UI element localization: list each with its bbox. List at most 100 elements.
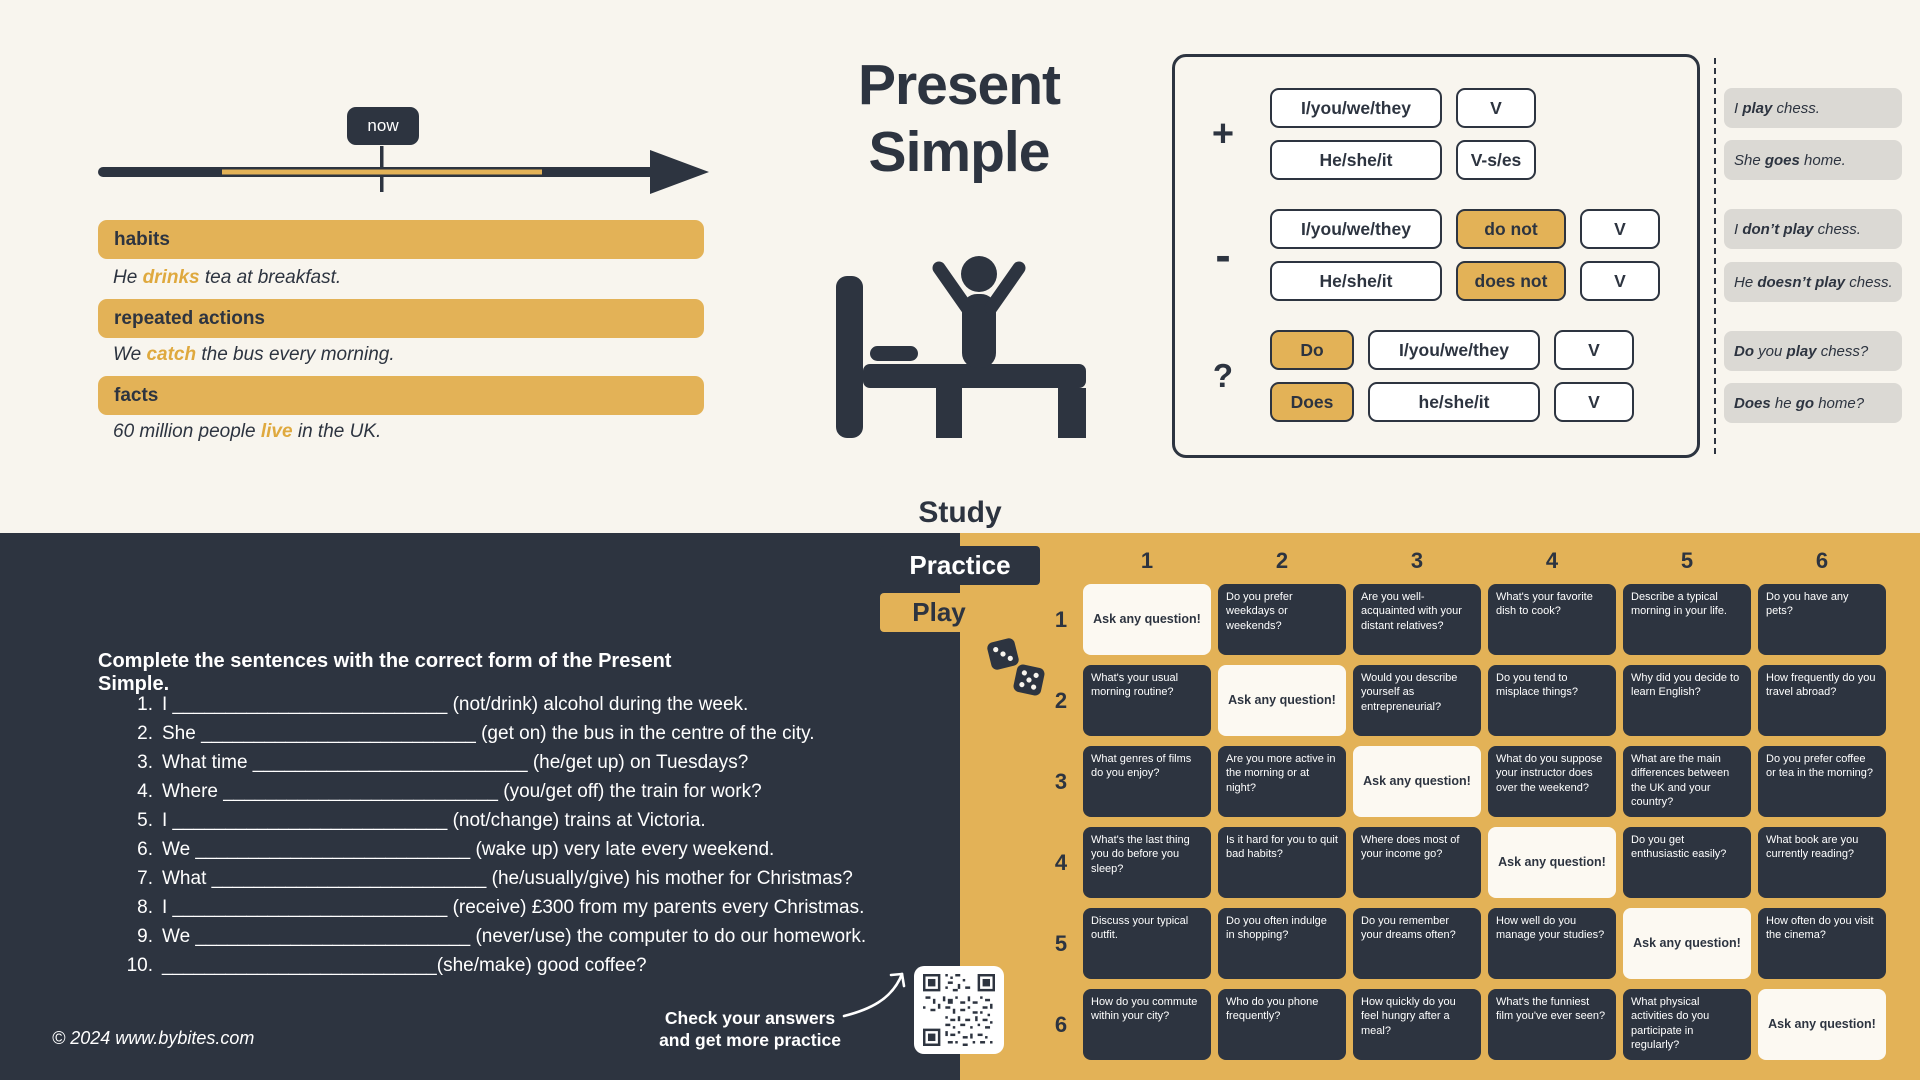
dice-icon (987, 638, 1045, 696)
copyright: © 2024 www.bybites.com (52, 1028, 255, 1048)
practice-section-panel (0, 533, 960, 1080)
title-line-2: Simple (868, 119, 1051, 184)
game-cell: How well do you manage your studies? (1488, 908, 1616, 979)
game-cell: Why did you decide to learn English? (1623, 665, 1751, 736)
game-cell: How frequently do you travel abroad? (1758, 665, 1886, 736)
qr-code (914, 966, 1004, 1054)
worksheet-heading: Complete the sentences with the correct … (98, 650, 672, 695)
game-cell: What's your favorite dish to cook? (1488, 584, 1616, 655)
game-cell: What physical activities do you particip… (1623, 989, 1751, 1060)
item-number: 5. (137, 809, 153, 831)
game-row-header: 6 (1054, 1011, 1068, 1037)
item-number: 10. (126, 954, 153, 976)
formula-box: V (1580, 209, 1660, 249)
game-cell-free: Ask any question! (1623, 908, 1751, 979)
game-cell: Discuss your typical outfit. (1083, 908, 1211, 979)
game-cell-free: Ask any question! (1083, 584, 1211, 655)
game-row-header: 1 (1054, 606, 1068, 632)
game-cell: Are you well-acquainted with your distan… (1353, 584, 1481, 655)
item-number: 9. (137, 925, 153, 947)
example-text: We (113, 344, 147, 365)
formula-box: V (1554, 330, 1634, 370)
example-sentence: I play chess. (1724, 88, 1902, 128)
example-keyword: live (260, 421, 293, 442)
formula-box: V (1554, 382, 1634, 422)
game-cell: How quickly do you feel hungry after a m… (1353, 989, 1481, 1060)
game-col-header: 5 (1680, 548, 1694, 573)
example-sentence: He doesn’t play chess. (1724, 262, 1902, 302)
game-cell: Do you often indulge in shopping? (1218, 908, 1346, 979)
game-cell-free: Ask any question! (1758, 989, 1886, 1060)
worksheet-item: 1.I __________________________ (not/drin… (120, 690, 940, 719)
game-board: 1 2 3 4 5 6 1 Ask any question! Do you p… (1046, 548, 1886, 1060)
formula-group-positive: + I/you/we/they V He/she/it V-s/es (1193, 88, 1697, 180)
game-cell: How do you commute within your city? (1083, 989, 1211, 1060)
worksheet-item: 4.Where __________________________ (you/… (120, 777, 940, 806)
game-cell: What book are you currently reading? (1758, 827, 1886, 898)
example-keyword: catch (146, 344, 197, 365)
question-mark-sign: ? (1212, 357, 1234, 394)
item-number: 1. (137, 693, 153, 715)
wake-up-bed-icon (836, 256, 1086, 438)
example-text: the bus every morning. (196, 344, 395, 365)
dashed-divider (1714, 58, 1716, 454)
worksheet-item: 10. __________________________(she/make) … (120, 951, 940, 980)
item-text: What time __________________________ (he… (162, 751, 749, 773)
game-cell: Do you get enthusiastic easily? (1623, 827, 1751, 898)
usage-label: facts (114, 384, 159, 406)
item-text: We __________________________ (never/use… (162, 925, 867, 947)
tab-play[interactable]: Play (880, 593, 998, 632)
game-cell: Would you describe yourself as entrepren… (1353, 665, 1481, 736)
title-line-1: Present (857, 53, 1061, 117)
formula-group-question: ? Do I/you/we/they V Does he/she/it V (1193, 330, 1697, 422)
usage-example-repeated-actions: We catch the bus every morning. (113, 344, 713, 368)
item-text: I __________________________ (not/change… (162, 809, 706, 831)
game-cell: How often do you visit the cinema? (1758, 908, 1886, 979)
formula-box: I/you/we/they (1368, 330, 1540, 370)
formula-box: he/she/it (1368, 382, 1540, 422)
answers-note: Check your answers and get more practice (655, 1008, 845, 1052)
worksheet-item: 9. We __________________________ (never/u… (120, 922, 940, 951)
game-cell: Do you prefer coffee or tea in the morni… (1758, 746, 1886, 817)
worksheet-item: 2.She __________________________ (get on… (120, 719, 940, 748)
game-row-header: 4 (1054, 849, 1068, 875)
game-cell: What do you suppose your instructor does… (1488, 746, 1616, 817)
game-cell: Who do you phone frequently? (1218, 989, 1346, 1060)
formula-box: V (1456, 88, 1536, 128)
game-col-header: 1 (1140, 548, 1154, 573)
tab-study[interactable]: Study (918, 496, 1002, 529)
example-text: tea at breakfast. (199, 267, 342, 288)
item-text: We __________________________ (wake up) … (162, 838, 775, 860)
tab-practice[interactable]: Practice (880, 546, 1040, 585)
page-title: Present Simple (734, 52, 1184, 185)
example-text: 60 million people (113, 421, 261, 442)
board-corner (1046, 548, 1076, 574)
item-number: 6. (137, 838, 153, 860)
game-cell: Do you remember your dreams often? (1353, 908, 1481, 979)
worksheet-item: 5. I __________________________ (not/chan… (120, 806, 940, 835)
now-label: now (347, 107, 419, 145)
game-col-header: 2 (1275, 548, 1289, 573)
usage-banner-facts: facts (98, 376, 704, 415)
item-number: 8. (137, 896, 153, 918)
game-cell-free: Ask any question! (1218, 665, 1346, 736)
usage-example-facts: 60 million people live in the UK. (113, 421, 713, 445)
item-number: 7. (137, 867, 153, 889)
game-cell: What genres of films do you enjoy? (1083, 746, 1211, 817)
example-sentence: I don’t play chess. (1724, 209, 1902, 249)
game-cell: Is it hard for you to quit bad habits? (1218, 827, 1346, 898)
item-text: __________________________(she/make) goo… (162, 954, 647, 976)
worksheet-list: 1.I __________________________ (not/drin… (120, 690, 940, 980)
formula-box-auxiliary: Do (1270, 330, 1354, 370)
timeline-arrow-icon (98, 146, 709, 194)
item-number: 3. (137, 751, 153, 773)
formula-box: He/she/it (1270, 140, 1442, 180)
game-cell: What's your usual morning routine? (1083, 665, 1211, 736)
answers-note-line2: and get more practice (659, 1029, 841, 1050)
formula-box: I/you/we/they (1270, 88, 1442, 128)
formula-box: I/you/we/they (1270, 209, 1442, 249)
example-text: He (113, 267, 143, 288)
item-text: I __________________________ (receive) £… (162, 896, 865, 918)
usage-example-habits: He drinks tea at breakfast. (113, 267, 713, 291)
item-text: She __________________________ (get on) … (162, 722, 815, 744)
